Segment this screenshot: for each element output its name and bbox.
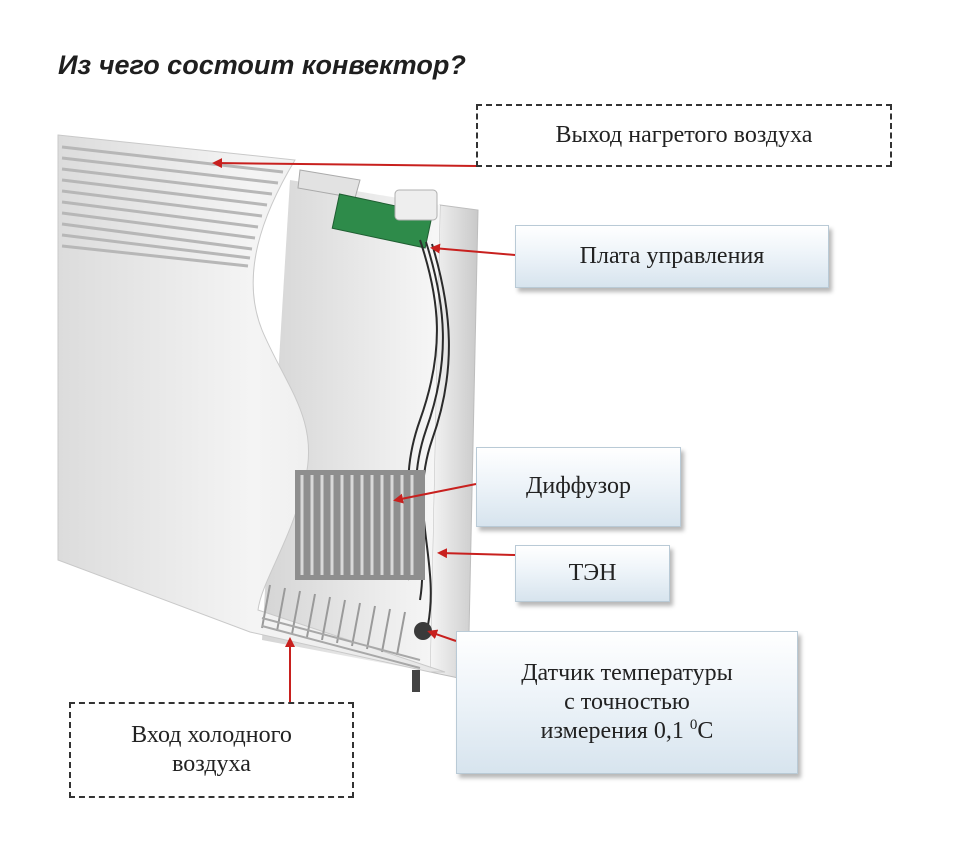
label-diffuser-text: Диффузор <box>526 473 631 500</box>
label-sensor-line1: Датчик температуры <box>521 659 733 686</box>
control-board <box>331 193 434 249</box>
label-sensor-unit: C <box>697 718 714 745</box>
label-cold-air-inlet: Вход холодного воздуха <box>69 702 354 798</box>
front-bottom-louvers <box>261 617 421 669</box>
heating-element <box>295 470 425 580</box>
label-inlet-line1: Вход холодного <box>131 721 292 748</box>
callout-arrows <box>212 158 516 702</box>
label-hot-air-outlet-text: Выход нагретого воздуха <box>555 121 813 148</box>
label-hot-air-outlet: Выход нагретого воздуха <box>476 104 892 167</box>
housing-foot <box>412 670 420 692</box>
temperature-sensor <box>414 622 432 640</box>
top-louvers <box>61 145 284 268</box>
label-diffuser: Диффузор <box>476 447 681 527</box>
page-title: Из чего состоит конвектор? <box>58 50 466 80</box>
label-sensor-degree: 0 <box>689 717 698 734</box>
label-control-board: Плата управления <box>515 225 829 288</box>
control-board-box <box>394 189 438 221</box>
housing-front-panel <box>57 134 446 673</box>
label-sensor-line3: измерения 0,1 0C <box>541 717 714 746</box>
label-control-board-text: Плата управления <box>579 242 765 269</box>
label-sensor-value: измерения 0,1 <box>540 718 690 745</box>
label-sensor-line2: с точностью <box>564 688 690 715</box>
label-heating-element-text: ТЭН <box>568 559 617 586</box>
label-temperature-sensor: Датчик температуры с точностью измерения… <box>456 631 798 774</box>
label-heating-element: ТЭН <box>515 545 670 602</box>
label-inlet-line2: воздуха <box>172 751 251 777</box>
